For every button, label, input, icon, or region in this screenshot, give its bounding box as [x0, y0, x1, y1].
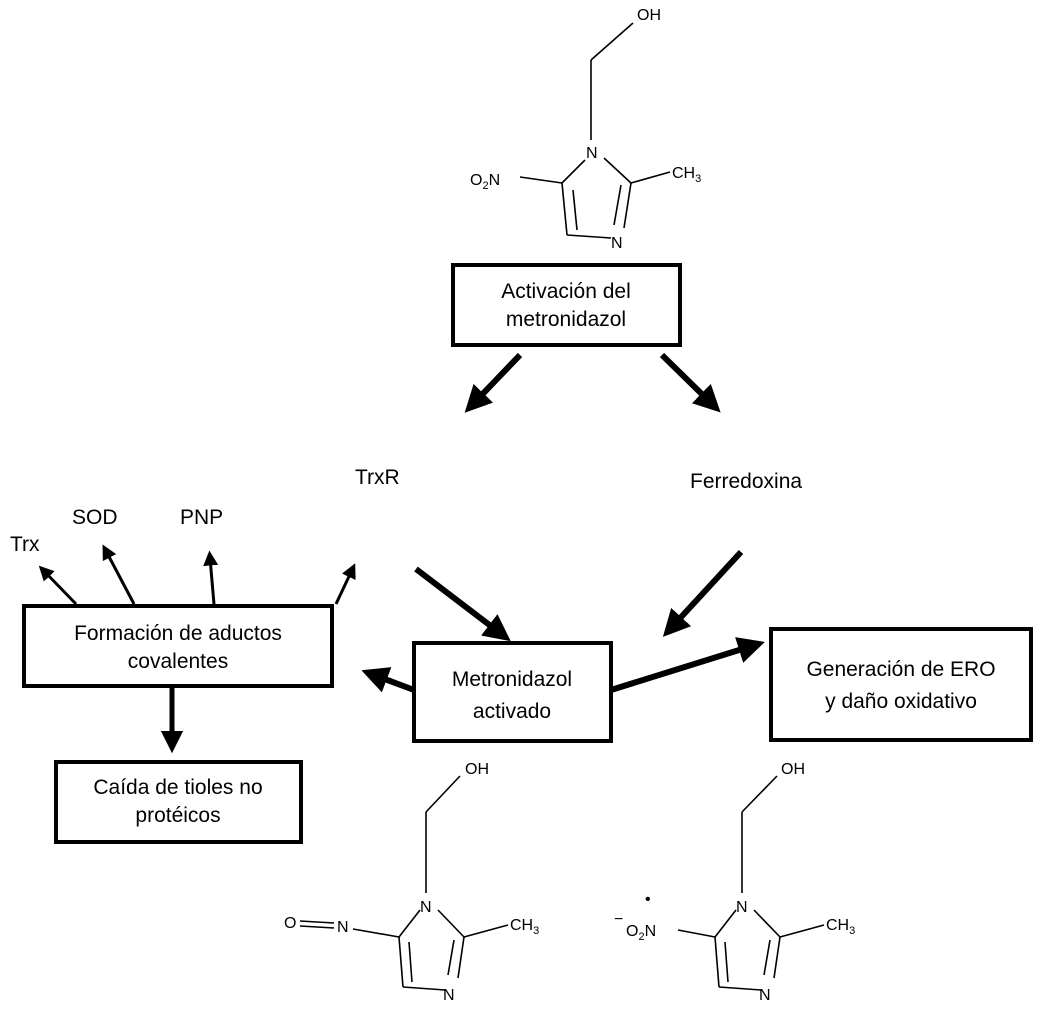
nitro-radical-atoms: OH N N CH3 − O2N •	[614, 761, 855, 1004]
arrow-to-trx	[38, 565, 78, 606]
arrow-activated-to-ero	[610, 637, 765, 693]
atom-n3-3: N	[759, 987, 771, 1004]
box-activated: Metronidazol activado	[412, 641, 613, 743]
box-activated-line1: Metronidazol	[452, 668, 572, 691]
atom-n3: N	[611, 235, 623, 252]
box-adducts: Formación de aductos covalentes	[22, 604, 334, 688]
label-ferredoxina: Ferredoxina	[690, 470, 802, 493]
atom-n3-2: N	[443, 987, 455, 1004]
nitroso-molecule	[299, 775, 509, 991]
box-thiols-line1: Caída de tioles no	[93, 776, 262, 799]
atom-nitro: O2N	[470, 172, 500, 192]
box-thiols-line2: protéicos	[135, 804, 220, 827]
arrows	[38, 352, 765, 754]
atom-minus-charge: −	[614, 911, 623, 928]
atom-nitroso-n: N	[337, 919, 349, 936]
atom-methyl-3: CH3	[826, 917, 855, 937]
label-sod: SOD	[72, 506, 118, 529]
box-activation: Activación del metronidazol	[451, 263, 682, 347]
arrow-trxr-to-activated	[414, 566, 511, 642]
atom-oh-3: OH	[781, 761, 805, 778]
atom-nitroso-o: O	[284, 915, 296, 932]
arrow-activation-left	[464, 352, 523, 413]
atom-n1: N	[586, 145, 598, 162]
box-activation-line1: Activación del	[501, 280, 631, 303]
arrow-to-trxr-target	[334, 563, 356, 605]
nitro-radical-molecule	[677, 775, 825, 991]
nitroso-atoms: OH N N CH3 N O	[284, 761, 539, 1004]
atom-methyl: CH3	[672, 165, 701, 185]
arrow-to-pnp	[203, 550, 219, 605]
atom-methyl-2: CH3	[510, 917, 539, 937]
arrow-ferredoxina-to-activated	[662, 549, 744, 637]
atom-oh-2: OH	[465, 761, 489, 778]
label-trxr: TrxR	[355, 466, 400, 489]
arrow-to-sod	[102, 544, 136, 605]
atom-radical-dot: •	[645, 891, 651, 908]
box-thiols: Caída de tioles no protéicos	[54, 760, 303, 844]
label-pnp: PNP	[180, 506, 223, 529]
arrow-activated-to-adducts	[361, 667, 416, 693]
metronidazole-molecule	[519, 22, 671, 239]
label-trx: Trx	[10, 533, 40, 556]
metronidazole-atoms: OH N N CH3 O2N	[470, 7, 701, 252]
box-ero: Generación de ERO y daño oxidativo	[769, 627, 1033, 742]
atom-n1-2: N	[420, 899, 432, 916]
arrow-activation-right	[659, 352, 721, 413]
box-ero-line1: Generación de ERO	[806, 658, 995, 681]
box-activated-line2: activado	[473, 700, 551, 723]
box-ero-line2: y daño oxidativo	[825, 690, 977, 713]
atom-oh: OH	[637, 7, 661, 24]
box-activation-line2: metronidazol	[506, 308, 626, 331]
box-adducts-line1: Formación de aductos	[74, 622, 282, 645]
atom-nitro-radical: O2N	[626, 923, 656, 943]
box-adducts-line2: covalentes	[128, 650, 228, 673]
atom-n1-3: N	[736, 899, 748, 916]
